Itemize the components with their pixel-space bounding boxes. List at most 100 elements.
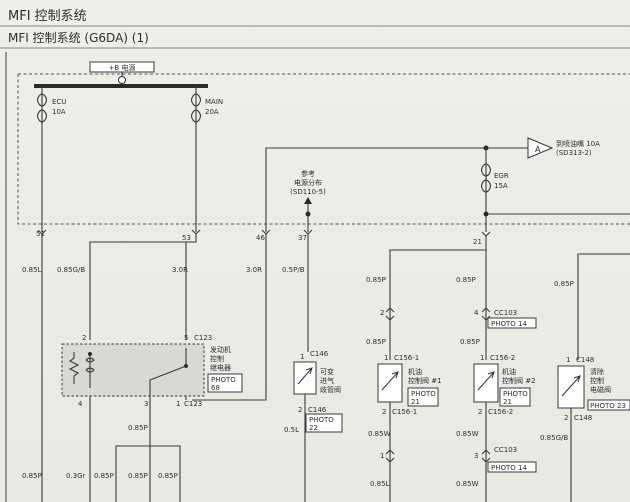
fuse-box-outline xyxy=(17,73,630,225)
egr-fuse-symbol-2 xyxy=(480,179,492,193)
wire-21-to-valve1 xyxy=(389,236,487,360)
wire-label-0-85p-6: 0.85P xyxy=(94,472,114,480)
purge-pin-1: 1 xyxy=(566,356,570,364)
wire-label-0-85w-2: 0.85W xyxy=(456,430,479,438)
relay-pin-5: 5 xyxy=(184,334,188,342)
main-fuse-rating: 20A xyxy=(205,108,219,116)
wire-label-0-85p-2: 0.85P xyxy=(456,276,476,284)
valve1-pin-1: 1 xyxy=(384,354,388,362)
egr-fuse-symbol xyxy=(480,163,492,177)
relay-switch-contact xyxy=(149,348,187,396)
power-bus-terminal xyxy=(118,76,126,84)
relay-connector-bottom: C123 xyxy=(184,400,202,408)
intake-valve xyxy=(293,361,317,395)
wire-to-purge xyxy=(577,253,630,360)
wire-46 xyxy=(192,234,267,401)
valve2-pin-1: 1 xyxy=(480,354,484,362)
purge-line1: 清除 xyxy=(590,367,604,376)
valve1-line2: 控制阀 #1 xyxy=(408,376,442,385)
wire-label-0-85w-3: 0.85W xyxy=(456,480,479,488)
relay-contact-dot xyxy=(184,364,188,368)
wire-label-3-0r-1: 3.0R xyxy=(172,266,188,274)
purge-pin-2: 2 xyxy=(564,414,568,422)
intake-valve-symbol xyxy=(297,367,313,385)
oil-control-valve-2-symbol xyxy=(477,371,495,391)
relay-name-line1: 发动机 xyxy=(210,345,231,354)
page-title: MFI 控制系统 xyxy=(8,9,87,24)
injector-ref-line2: (SD313-2) xyxy=(556,149,592,157)
valve2-pin-2: 2 xyxy=(478,408,482,416)
cc103-bottom-photo: PHOTO 14 xyxy=(491,464,527,472)
purge-connector-bottom: C148 xyxy=(574,414,592,422)
purge-line3: 电磁阀 xyxy=(590,385,611,394)
intake-valve-photo-line2: 22 xyxy=(309,424,318,432)
valve1-line1: 机油 xyxy=(408,367,422,376)
page-subtitle: MFI 控制系统 (G6DA) (1) xyxy=(8,31,149,45)
valve1-photo-line2: 21 xyxy=(411,398,420,406)
valve2-connector-bottom: C156-2 xyxy=(488,408,513,416)
main-fuse-name: MAIN xyxy=(205,98,223,106)
oil-control-valve-2 xyxy=(473,363,499,403)
wire-label-0-5pb: 0.5P/B xyxy=(282,266,305,274)
pin-21: 21 xyxy=(473,238,482,246)
relay-pin-3: 3 xyxy=(144,400,148,408)
power-dist-ref-line1: 参考 xyxy=(301,169,315,178)
valve1-photo-box xyxy=(407,387,439,407)
power-dist-ref-line3: (SD110-5) xyxy=(290,188,326,196)
wire-label-0-5l: 0.5L xyxy=(284,426,299,434)
egr-branch-junction xyxy=(483,211,489,217)
relay-pin-1: 1 xyxy=(176,400,180,408)
wire-label-0-85l-2: 0.85L xyxy=(370,480,390,488)
relay-photo-line2: 68 xyxy=(211,384,220,392)
cc103-top-connector: CC103 xyxy=(494,309,517,317)
pin-46: 46 xyxy=(256,234,265,242)
wire-label-0-85p-5: 0.85P xyxy=(460,338,480,346)
valve2-photo-line1: PHOTO xyxy=(503,390,528,398)
intake-valve-line3: 歧管阀 xyxy=(320,385,341,394)
engine-control-relay xyxy=(61,343,205,397)
wire-label-0-85p-relay: 0.85P xyxy=(128,424,148,432)
wire-label-0-85gb-2: 0.85G/B xyxy=(540,434,568,442)
pin46-feed-wire xyxy=(265,147,528,232)
valve1-photo-line1: PHOTO xyxy=(411,390,436,398)
oil-control-valve-1-symbol xyxy=(381,371,399,391)
valve1-connector-top: C156-1 xyxy=(394,354,419,362)
ecu-fuse-rating: 10A xyxy=(52,108,66,116)
valve2-photo-box xyxy=(499,387,531,407)
relay-pin-4: 4 xyxy=(78,400,83,408)
purge-solenoid-symbol xyxy=(561,375,581,397)
relay-photo-line1: PHOTO xyxy=(211,376,236,384)
cc103-top-photo-box xyxy=(487,317,537,329)
intake-valve-photo-box xyxy=(305,413,343,433)
intake-valve-pin-2: 2 xyxy=(298,406,302,414)
cc103-bottom-photo-box xyxy=(487,461,537,473)
cc103-bottom-chevrons xyxy=(385,449,491,463)
wire-label-0-85l: 0.85L xyxy=(22,266,42,274)
intake-valve-line2: 进气 xyxy=(320,376,334,385)
relay-coil-dot xyxy=(88,352,92,356)
valve1-pin-2: 2 xyxy=(382,408,386,416)
wire-label-0-3gr: 0.3Gr xyxy=(66,472,86,480)
egr-fuse-name: EGR xyxy=(494,172,509,180)
relay-pin-2: 2 xyxy=(82,334,86,342)
cc103-bottom-connector: CC103 xyxy=(494,446,517,454)
power-dist-ref-arrow xyxy=(304,197,312,204)
wire-label-0-85w-1: 0.85W xyxy=(368,430,391,438)
purge-connector-top: C148 xyxy=(576,356,594,364)
wire-label-0-85p-7: 0.85P xyxy=(128,472,148,480)
relay-connector-top: C123 xyxy=(194,334,212,342)
ecu-fuse-symbol-2 xyxy=(36,109,48,123)
purge-control-solenoid xyxy=(557,365,585,409)
valve2-line1: 机油 xyxy=(502,367,516,376)
cc103-bottom-pin-3: 3 xyxy=(474,452,478,460)
valve2-photo-line2: 21 xyxy=(503,398,512,406)
wire-label-0-85p-4: 0.85P xyxy=(366,338,386,346)
pin-53: 53 xyxy=(182,234,191,242)
pin-51: 51 xyxy=(36,230,45,238)
wire-label-0-85gb: 0.85G/B xyxy=(57,266,85,274)
wire-label-3-0r-2: 3.0R xyxy=(246,266,262,274)
wire-label-0-85p-left: 0.85P xyxy=(22,472,42,480)
valve2-line2: 控制阀 #2 xyxy=(502,376,536,385)
power-dist-ref-line2: 电源分布 xyxy=(294,178,322,187)
